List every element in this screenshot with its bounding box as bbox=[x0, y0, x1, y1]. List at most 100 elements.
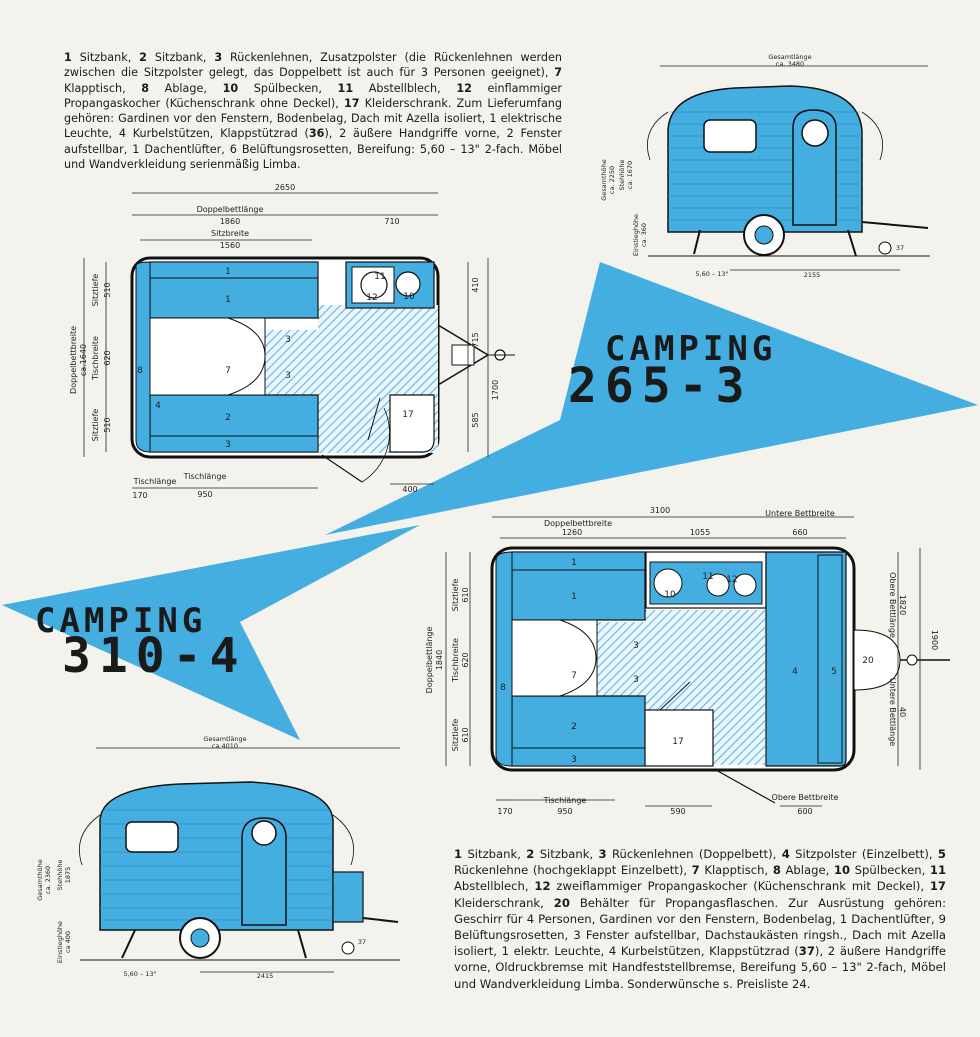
description-text: Kleiderschrank. Zum Lieferumfang gehören… bbox=[64, 96, 562, 141]
title-camping-265-3: CAMPING 265-3 bbox=[568, 329, 772, 414]
description-text: zweiflammiger Propangaskocher (Küchensch… bbox=[550, 879, 930, 894]
svg-text:7: 7 bbox=[571, 671, 577, 681]
item-number: 2 bbox=[139, 51, 147, 64]
svg-text:Stehhöhe: Stehhöhe bbox=[56, 859, 64, 890]
svg-text:Sitztiefe: Sitztiefe bbox=[91, 409, 100, 442]
svg-text:ca.1640: ca.1640 bbox=[79, 344, 88, 376]
svg-text:600: 600 bbox=[797, 807, 812, 816]
description-text: Klapptisch, bbox=[64, 81, 142, 95]
svg-text:2155: 2155 bbox=[804, 271, 821, 279]
item-number: 11 bbox=[337, 81, 354, 95]
svg-text:20: 20 bbox=[862, 656, 874, 666]
description-text: Kleiderschrank, bbox=[454, 895, 554, 910]
svg-text:1900: 1900 bbox=[930, 630, 939, 650]
item-number: 3 bbox=[598, 847, 607, 861]
svg-text:950: 950 bbox=[197, 490, 212, 499]
svg-text:Sitzbreite: Sitzbreite bbox=[211, 229, 249, 238]
svg-text:Doppelbettbreite: Doppelbettbreite bbox=[544, 519, 612, 528]
svg-text:Gesamtlänge: Gesamtlänge bbox=[768, 53, 811, 61]
svg-text:1260: 1260 bbox=[562, 528, 582, 537]
description-text: Rückenlehnen, Zusatzpolster (die Rückenl… bbox=[64, 51, 562, 80]
item-number: 8 bbox=[141, 81, 150, 95]
svg-text:1820: 1820 bbox=[898, 595, 907, 615]
svg-text:4: 4 bbox=[155, 401, 161, 411]
svg-text:585: 585 bbox=[471, 412, 480, 427]
item-number: 5 bbox=[937, 847, 946, 861]
svg-text:610: 610 bbox=[461, 587, 470, 602]
item-number: 37 bbox=[798, 944, 815, 959]
svg-text:5: 5 bbox=[831, 667, 837, 677]
item-number: 2 bbox=[526, 847, 535, 861]
side-view-265-3: Gesamtlänge ca. 3480 5,60 – 13" 2155 37 … bbox=[600, 53, 930, 279]
item-number: 8 bbox=[772, 863, 781, 878]
svg-text:2650: 2650 bbox=[275, 183, 295, 192]
svg-text:1: 1 bbox=[225, 267, 231, 277]
svg-text:8: 8 bbox=[500, 683, 506, 693]
description-text: einflammiger Propangaskocher (Küchenschr… bbox=[64, 81, 563, 110]
svg-text:Doppelbettlänge: Doppelbettlänge bbox=[197, 205, 264, 214]
svg-text:1875: 1875 bbox=[64, 867, 72, 884]
svg-text:40: 40 bbox=[898, 707, 907, 717]
svg-text:3: 3 bbox=[633, 675, 639, 685]
svg-text:17: 17 bbox=[672, 737, 683, 747]
svg-text:ca. 2360: ca. 2360 bbox=[44, 866, 52, 894]
svg-text:3: 3 bbox=[633, 641, 639, 651]
description-text: ), 2 äußere Handgriffe vorne, 2 Fenster … bbox=[64, 127, 562, 172]
svg-text:1: 1 bbox=[571, 558, 577, 568]
svg-text:Tischbreite: Tischbreite bbox=[91, 336, 100, 381]
item-number: 12 bbox=[456, 81, 472, 95]
svg-text:Tischlänge: Tischlänge bbox=[183, 472, 227, 481]
item-number: 1 bbox=[64, 51, 72, 64]
description-text: Rückenlehnen (Doppelbett), bbox=[606, 847, 782, 861]
title-camping-310-4: CAMPING 310-4 bbox=[35, 601, 247, 684]
description-text: Abstellblech, bbox=[353, 81, 457, 95]
svg-text:510: 510 bbox=[103, 282, 112, 297]
svg-text:Untere Bettlänge: Untere Bettlänge bbox=[888, 678, 897, 747]
svg-text:3100: 3100 bbox=[650, 506, 670, 515]
floor-plan-265-3: 1 1 2 3 3 3 4 7 8 10 11 12 17 2650 bbox=[69, 183, 515, 500]
svg-text:Sitztiefe: Sitztiefe bbox=[451, 719, 460, 752]
svg-text:710: 710 bbox=[384, 217, 399, 226]
svg-text:265-3: 265-3 bbox=[568, 358, 753, 414]
svg-text:7: 7 bbox=[225, 366, 231, 376]
svg-text:Einstieghöhe: Einstieghöhe bbox=[632, 214, 640, 256]
description-text: Sitzbank, bbox=[534, 847, 599, 861]
svg-text:3: 3 bbox=[285, 335, 291, 345]
item-number: 7 bbox=[554, 66, 562, 80]
svg-text:310-4: 310-4 bbox=[62, 628, 247, 684]
svg-text:Obere Bettlänge: Obere Bettlänge bbox=[888, 572, 897, 638]
svg-text:1: 1 bbox=[571, 592, 577, 602]
svg-text:37: 37 bbox=[896, 244, 904, 252]
svg-text:Untere Bettbreite: Untere Bettbreite bbox=[765, 509, 835, 518]
svg-text:ca. 1670: ca. 1670 bbox=[626, 161, 634, 189]
item-number: 36 bbox=[308, 127, 325, 141]
svg-text:10: 10 bbox=[664, 590, 676, 600]
svg-text:2: 2 bbox=[571, 722, 577, 732]
svg-text:2415: 2415 bbox=[257, 972, 274, 980]
description-text: Sitzbank, bbox=[462, 847, 527, 861]
side-view-310-4: Gesamtlänge ca 4010 5,60 – 13" 2415 37 G… bbox=[36, 735, 400, 980]
svg-text:Doppelbettlänge: Doppelbettlänge bbox=[425, 627, 434, 694]
svg-text:660: 660 bbox=[792, 528, 807, 537]
description-text: Klapptisch, bbox=[699, 863, 773, 878]
svg-text:410: 410 bbox=[471, 277, 480, 292]
svg-text:ca. 360: ca. 360 bbox=[640, 223, 648, 247]
svg-text:3: 3 bbox=[285, 371, 291, 381]
svg-text:10: 10 bbox=[403, 292, 415, 302]
svg-text:1055: 1055 bbox=[690, 528, 710, 537]
svg-text:950: 950 bbox=[557, 807, 572, 816]
svg-text:ca. 2250: ca. 2250 bbox=[608, 166, 616, 194]
svg-text:CAMPING: CAMPING bbox=[35, 601, 206, 641]
item-number: 12 bbox=[534, 879, 551, 894]
svg-text:715: 715 bbox=[471, 332, 480, 347]
svg-text:Sitztiefe: Sitztiefe bbox=[91, 274, 100, 307]
svg-text:Tischlänge: Tischlänge bbox=[543, 796, 587, 805]
svg-text:Gesamthöhe: Gesamthöhe bbox=[36, 859, 44, 901]
item-number: 17 bbox=[343, 96, 360, 110]
svg-text:400: 400 bbox=[402, 485, 417, 494]
description-text: ), 2 äußere Handgriffe vorne, Oldruckbre… bbox=[454, 944, 947, 991]
svg-text:1700: 1700 bbox=[491, 380, 500, 400]
svg-text:11: 11 bbox=[374, 272, 385, 282]
svg-text:12: 12 bbox=[726, 575, 737, 585]
